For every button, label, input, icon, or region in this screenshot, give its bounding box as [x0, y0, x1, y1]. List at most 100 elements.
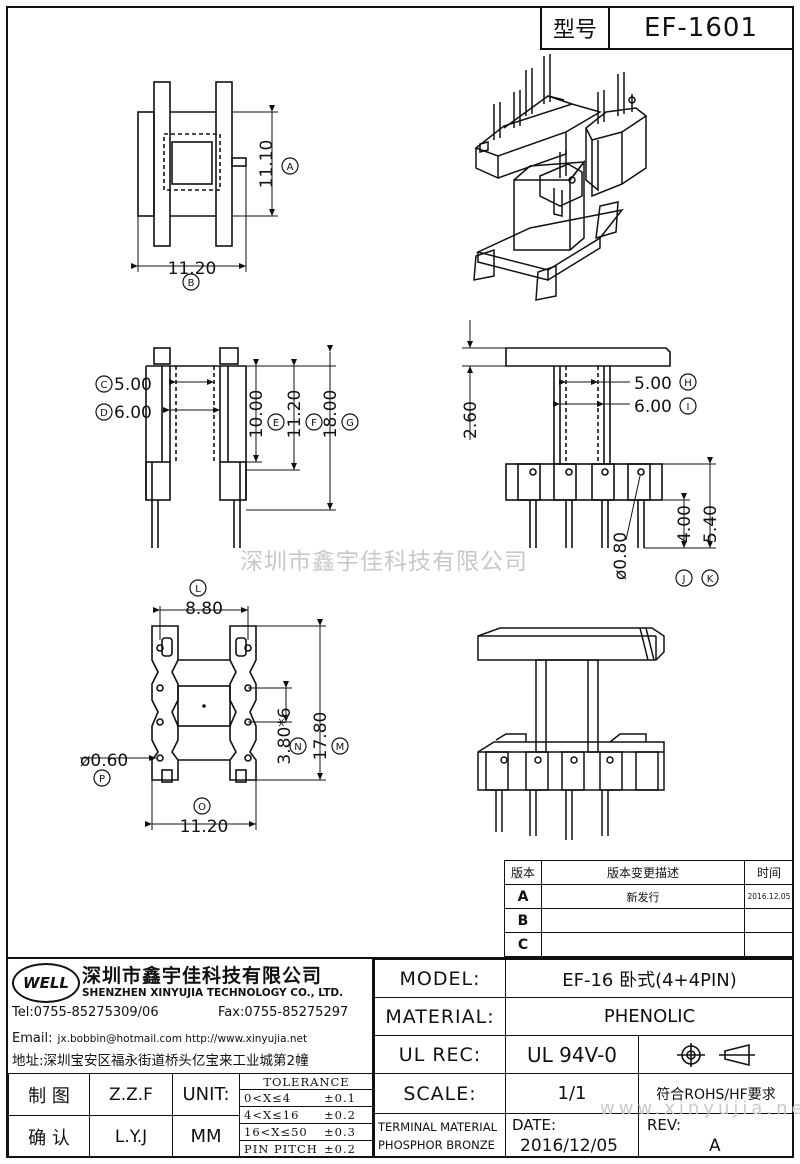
unit-label: UNIT: [172, 1073, 240, 1116]
dim-thickness: 2.60 [461, 401, 481, 439]
terminal-line-1: TERMINAL MATERIAL [378, 1120, 497, 1134]
ref-j: J [682, 574, 686, 585]
top-view [131, 81, 299, 291]
dim-p: ø0.60 [80, 751, 128, 771]
rev-cell: REV: A [638, 1113, 794, 1158]
dim-pin-diameter: ø0.80 [611, 532, 631, 580]
tol-value-2: ±0.2 [324, 1108, 356, 1122]
tolerance-title: TOLERANCE [239, 1073, 374, 1090]
dim-l: 8.80 [185, 599, 223, 619]
dim-height-a: 11.10 [257, 140, 277, 189]
ref-g: G [346, 418, 354, 429]
model-value: EF-16 卧式(4+4PIN) [505, 959, 794, 998]
tolerance-table: 0<X≤4 ±0.1 4<X≤16 ±0.2 16<X≤50 ±0.3 PIN … [239, 1089, 374, 1158]
dim-e: 10.00 [247, 390, 267, 439]
date-cell: DATE: 2016/12/05 [505, 1113, 639, 1158]
ref-n: N [294, 742, 301, 753]
ulrec-label: UL REC: [374, 1035, 506, 1074]
rev-row-b-desc [541, 908, 745, 933]
dim-m: 17.80 [311, 712, 331, 761]
company-name-en: SHENZHEN XINYUJIA TECHNOLOGY CO., LTD. [82, 987, 344, 999]
ref-a: A [287, 162, 294, 173]
tol-range-3: 16<X≤50 [244, 1125, 308, 1139]
ref-k: K [707, 574, 714, 585]
dim-k: 5.40 [701, 505, 721, 543]
ref-f: F [311, 418, 317, 429]
dim-n: 3.80*6 [275, 707, 295, 764]
rev-label: REV: [647, 1116, 681, 1134]
dim-width-b: 11.20 [168, 259, 217, 279]
ref-m: M [336, 742, 345, 753]
model-code: EF-1601 [608, 6, 794, 50]
draw-label: 制 图 [8, 1073, 90, 1116]
rev-value: A [709, 1136, 721, 1156]
material-label: MATERIAL: [374, 997, 506, 1036]
dim-i: 6.00 [634, 397, 672, 417]
rev-row-c-version: C [504, 932, 542, 957]
rev-row-a-date: 2016.12.05 [744, 884, 794, 909]
ref-o: O [198, 802, 206, 813]
rev-row-a-version: A [504, 884, 542, 909]
tol-range-1: 0<X≤4 [244, 1091, 292, 1105]
rev-header-desc: 版本变更描述 [541, 860, 745, 885]
company-fax: Fax:0755-85275297 [218, 1005, 349, 1020]
ref-l: L [195, 584, 201, 595]
ulrec-value: UL 94V-0 [505, 1035, 639, 1074]
unit-value: MM [172, 1115, 240, 1158]
date-value: 2016/12/05 [520, 1136, 618, 1156]
rev-header-version: 版本 [504, 860, 542, 885]
watermark: 深圳市鑫宇佳科技有限公司 [240, 549, 528, 575]
dim-g: 18.00 [321, 390, 341, 439]
side-view [462, 320, 719, 587]
rev-row-c-date [744, 932, 794, 957]
company-name-cn: 深圳市鑫宇佳科技有限公司 [82, 965, 323, 987]
ref-c: C [101, 380, 108, 391]
dim-o: 11.20 [180, 817, 229, 837]
tol-value-4: ±0.2 [324, 1142, 356, 1156]
rev-row-a-desc: 新发行 [541, 884, 745, 909]
terminal-material: TERMINAL MATERIAL PHOSPHOR BRONZE [374, 1113, 506, 1158]
titleblock-top-rule [6, 957, 794, 959]
tol-value-1: ±0.1 [324, 1091, 356, 1105]
front-view [95, 345, 359, 548]
tol-range-4: PIN PITCH [244, 1142, 318, 1156]
projection-symbol-icon [677, 1042, 755, 1067]
company-email-line: Email: jx.bobbin@hotmail.com http://www.… [12, 1027, 307, 1046]
company-email-label: Email: [12, 1031, 53, 1046]
material-value: PHENOLIC [505, 997, 794, 1036]
dim-h: 5.00 [634, 374, 672, 394]
scale-label: SCALE: [374, 1073, 506, 1114]
date-label: DATE: [512, 1116, 557, 1134]
dim-c: 5.00 [114, 375, 152, 395]
rev-header-date: 时间 [744, 860, 794, 885]
watermark-url: www.xinyujia.net [600, 1098, 800, 1119]
tol-range-2: 4<X≤16 [244, 1108, 300, 1122]
revision-table: 版本 版本变更描述 时间 A 新发行 2016.12.05 B C [504, 860, 794, 957]
confirm-value: L.Y.J [89, 1115, 173, 1158]
ref-d: D [100, 408, 108, 419]
dim-f: 11.20 [285, 390, 305, 439]
rev-row-c-desc [541, 932, 745, 957]
company-logo: WELL [12, 963, 80, 1003]
isometric-view [473, 54, 648, 301]
company-block: WELL 深圳市鑫宇佳科技有限公司 SHENZHEN XINYUJIA TECH… [8, 959, 372, 1071]
isometric-bottom-view [477, 627, 665, 840]
terminal-line-2: PHOSPHOR BRONZE [378, 1138, 495, 1152]
ref-i: I [687, 402, 690, 413]
ref-h: H [684, 378, 692, 389]
ref-b: B [188, 278, 195, 289]
dim-j: 4.00 [675, 505, 695, 543]
ref-p: P [99, 774, 105, 785]
titleblock-divider [372, 959, 374, 1158]
confirm-label: 确 认 [8, 1115, 90, 1158]
rev-row-b-date [744, 908, 794, 933]
ref-e: E [273, 418, 279, 429]
company-email-value: jx.bobbin@hotmail.com http://www.xinyuji… [57, 1033, 308, 1045]
dim-d: 6.00 [114, 403, 152, 423]
tol-value-3: ±0.3 [324, 1125, 356, 1139]
company-tel: Tel:0755-85275309/06 [12, 1005, 159, 1020]
model-label: MODEL: [374, 959, 506, 998]
draw-value: Z.Z.F [89, 1073, 173, 1116]
rev-row-b-version: B [504, 908, 542, 933]
